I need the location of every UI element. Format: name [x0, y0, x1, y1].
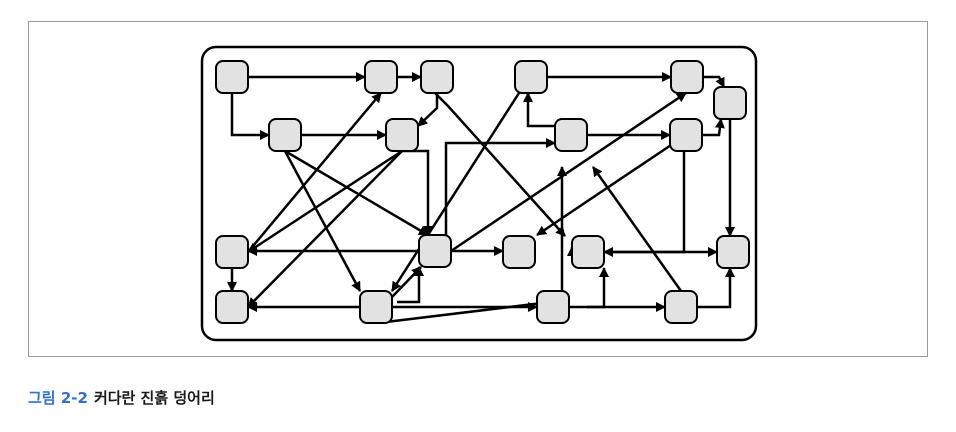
edge-arrow	[230, 93, 270, 140]
diagram-node	[359, 290, 393, 324]
diagram-node	[420, 60, 454, 94]
edge-arrow	[444, 138, 556, 235]
edge-arrow	[247, 92, 382, 253]
diagram-node	[215, 290, 249, 324]
figure-title: 커다란 진흙 덩어리	[93, 389, 215, 407]
nodes	[215, 60, 750, 324]
diagram-node	[364, 60, 398, 94]
figure-frame	[28, 21, 928, 357]
edge-arrow	[697, 267, 735, 309]
diagram-node	[670, 60, 704, 94]
mud-ball-diagram	[200, 45, 758, 342]
diagram-node	[418, 234, 452, 268]
edge-arrow	[603, 151, 686, 257]
figure-caption: 그림 2-2 커다란 진흙 덩어리	[28, 387, 215, 408]
edge-arrow	[247, 150, 403, 308]
edge-arrow	[536, 133, 687, 237]
diagram-node	[669, 118, 703, 152]
edges	[227, 72, 735, 324]
diagram-node	[571, 235, 605, 269]
diagram-node	[215, 235, 249, 269]
diagram-node	[536, 290, 570, 324]
edge-arrow	[247, 149, 403, 254]
diagram-node	[716, 235, 750, 269]
diagram-node	[502, 235, 536, 269]
diagram-container	[200, 45, 758, 342]
diagram-node	[514, 60, 548, 94]
edge-arrow	[283, 150, 362, 292]
diagram-node	[554, 118, 588, 152]
diagram-node	[664, 290, 698, 324]
figure-number: 그림 2-2	[28, 389, 88, 407]
edge-arrow	[417, 93, 439, 127]
edge-arrow	[703, 75, 726, 88]
edge-arrow	[434, 92, 566, 237]
diagram-node	[713, 86, 747, 120]
edge-arrow	[587, 267, 609, 309]
edge-arrow	[450, 91, 687, 253]
diagram-node	[268, 118, 302, 152]
edge-arrow	[397, 266, 424, 304]
diagram-node	[215, 60, 249, 94]
edge-arrow	[702, 118, 725, 137]
edge-arrow	[390, 92, 521, 292]
diagram-node	[385, 118, 419, 152]
edge-arrow	[284, 149, 429, 237]
